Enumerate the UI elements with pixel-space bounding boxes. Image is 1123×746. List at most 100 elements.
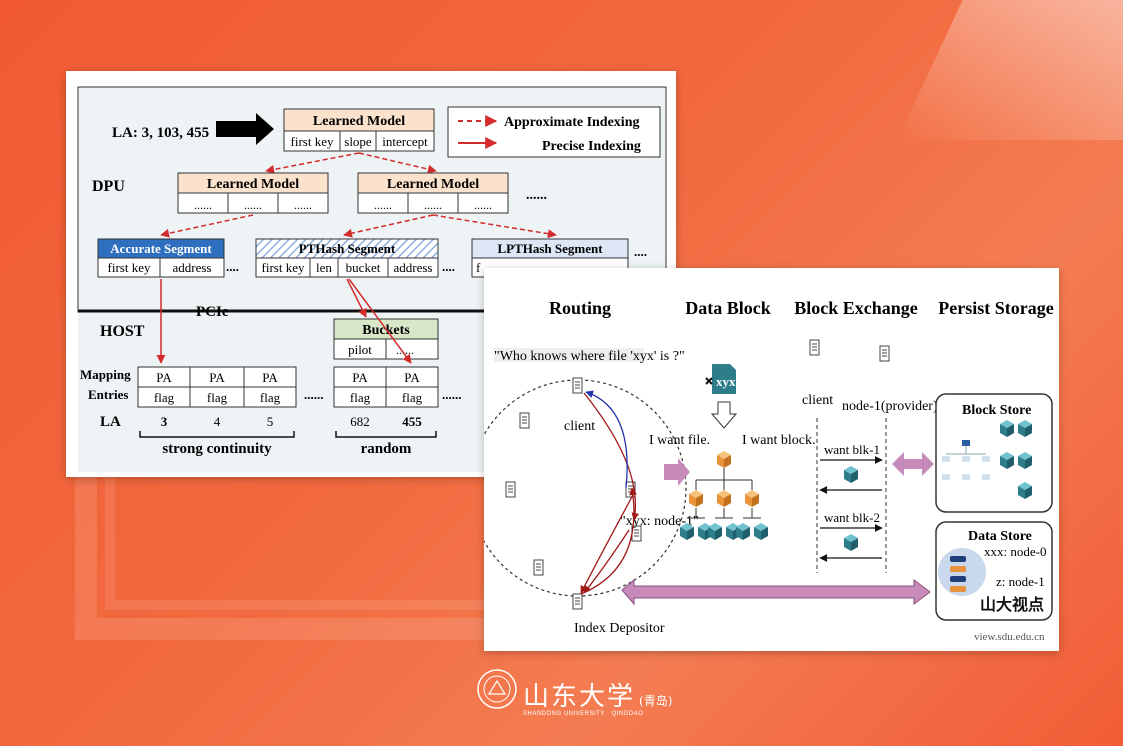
query-bubble	[494, 348, 644, 362]
flow-arrow-icon	[664, 458, 690, 486]
watermark-cn: 山大视点	[980, 595, 1044, 614]
want-file-label: I want file.	[649, 433, 710, 448]
exchange-provider-server-icon	[879, 345, 890, 362]
field-dots: ......	[424, 198, 442, 212]
lpthash-segment-label: LPTHash Segment	[497, 241, 603, 256]
la-value: 455	[402, 414, 422, 429]
store-row-2: z: node-1	[996, 574, 1045, 589]
pcie-label: PCIe	[196, 304, 229, 320]
approx-arrow	[432, 214, 557, 239]
field-len: len	[316, 260, 332, 275]
segment-ellipsis: ....	[442, 259, 455, 274]
data-block-header: Data Block	[685, 298, 771, 318]
level-ellipsis: ......	[526, 188, 547, 203]
flag-cell: flag	[154, 390, 175, 405]
merkle-tree	[680, 451, 768, 540]
entries-label: Entries	[88, 387, 128, 402]
continuity-bracket	[139, 431, 295, 438]
la-value: 682	[350, 414, 370, 429]
legend-approx-label: Approximate Indexing	[504, 115, 639, 130]
field-dots: ......	[294, 198, 312, 212]
store-row-1: xxx: node-0	[984, 544, 1046, 559]
flag-cell: flag	[207, 390, 228, 405]
field-bucket: bucket	[346, 260, 381, 275]
host-label: HOST	[100, 323, 145, 340]
precise-arrow	[346, 278, 367, 318]
down-arrow-icon	[710, 401, 738, 429]
field-dots: ......	[474, 198, 492, 212]
la-value: 5	[267, 414, 274, 429]
segment-ellipsis: ....	[226, 259, 239, 274]
mapping-label: Mapping	[80, 367, 131, 382]
lookup-arrow	[580, 487, 637, 595]
legend-precise-label: Precise Indexing	[542, 139, 641, 154]
root-field-first-key: first key	[291, 134, 334, 149]
index-depositor-server-icon	[572, 593, 583, 610]
approx-arrow	[343, 214, 434, 238]
watermark-url: view.sdu.edu.cn	[974, 631, 1045, 643]
logo-cn: 山东大学	[523, 682, 636, 712]
pa-cell: PA	[352, 370, 368, 385]
legend-box	[447, 106, 661, 158]
pa-cell: PA	[209, 370, 225, 385]
block-store-tree-icon	[942, 440, 990, 480]
block-cube-icon	[844, 466, 858, 483]
university-logo-text: 山东大学 (青岛) SHANDONG UNIVERSITY · QINGDAO	[523, 676, 672, 717]
root-field-slope: slope	[344, 134, 372, 149]
la-value: 3	[161, 414, 168, 429]
approx-arrow	[358, 152, 437, 174]
mapping-table-left: PA PA PA flag flag flag	[137, 366, 297, 408]
pa-cell: PA	[156, 370, 172, 385]
root-field-intercept: intercept	[382, 134, 428, 149]
root-learned-model-label: Learned Model	[313, 114, 405, 129]
exchange-provider-label: node-1(provider)	[842, 399, 938, 414]
data-store-label: Data Store	[968, 529, 1032, 544]
pthash-segment-label: PTHash Segment	[299, 241, 396, 256]
exchange-client-label: client	[802, 393, 833, 408]
block-store-label: Block Store	[962, 403, 1031, 418]
strong-continuity-label: strong continuity	[162, 441, 272, 457]
want-blk2-label: want blk-2	[824, 510, 880, 525]
pa-cell: PA	[404, 370, 420, 385]
file-name-label: xyx	[716, 374, 736, 389]
database-icon	[938, 548, 986, 596]
index-depositor-label: Index Depositor	[574, 621, 665, 636]
logo-en: SHANDONG UNIVERSITY · QINGDAO	[523, 711, 644, 717]
field-dots: ......	[374, 198, 392, 212]
table-ellipsis: ......	[442, 387, 462, 402]
random-label: random	[361, 441, 412, 457]
long-double-arrow-icon	[621, 578, 931, 606]
dpu-label: DPU	[92, 178, 125, 195]
xyx-node-label: "xyx: node-1"	[620, 514, 699, 529]
learned-model-b-label: Learned Model	[387, 177, 479, 192]
file-icon	[712, 364, 736, 394]
close-icon	[705, 377, 713, 385]
field-partial: f	[476, 260, 481, 275]
field-dots: ......	[244, 198, 262, 212]
pthash-segment-fields	[255, 257, 439, 278]
lookup-arrow	[583, 529, 630, 594]
learned-model-a-fields	[177, 192, 329, 214]
ipfs-flow-diagram: Routing Data Block Block Exchange Persis…	[469, 298, 1054, 643]
ipfs-flow-diagram-panel: Routing Data Block Block Exchange Persis…	[469, 268, 1059, 651]
table-ellipsis: ......	[304, 387, 324, 402]
flag-cell: flag	[402, 390, 423, 405]
block-exchange-header: Block Exchange	[794, 298, 918, 318]
logo-sub-cn: (青岛)	[639, 694, 673, 708]
accurate-segment-fields	[97, 257, 225, 278]
random-bracket	[335, 431, 437, 438]
routing-query-text: "Who knows where file 'xyx' is ?"	[494, 349, 685, 364]
field-dots: ......	[194, 198, 212, 212]
input-arrow-icon	[216, 113, 274, 145]
routing-client-label: client	[564, 419, 595, 434]
segment-ellipsis: ....	[634, 244, 647, 259]
field-address: address	[173, 260, 212, 275]
pa-cell: PA	[262, 370, 278, 385]
field-first-key: first key	[108, 260, 151, 275]
double-arrow-icon	[892, 452, 934, 476]
exchange-client-server-icon	[809, 339, 820, 356]
university-seal-icon	[477, 669, 517, 709]
server-node-icon	[505, 481, 516, 498]
response-arrow	[585, 390, 628, 489]
block-cube-icon	[844, 534, 858, 551]
